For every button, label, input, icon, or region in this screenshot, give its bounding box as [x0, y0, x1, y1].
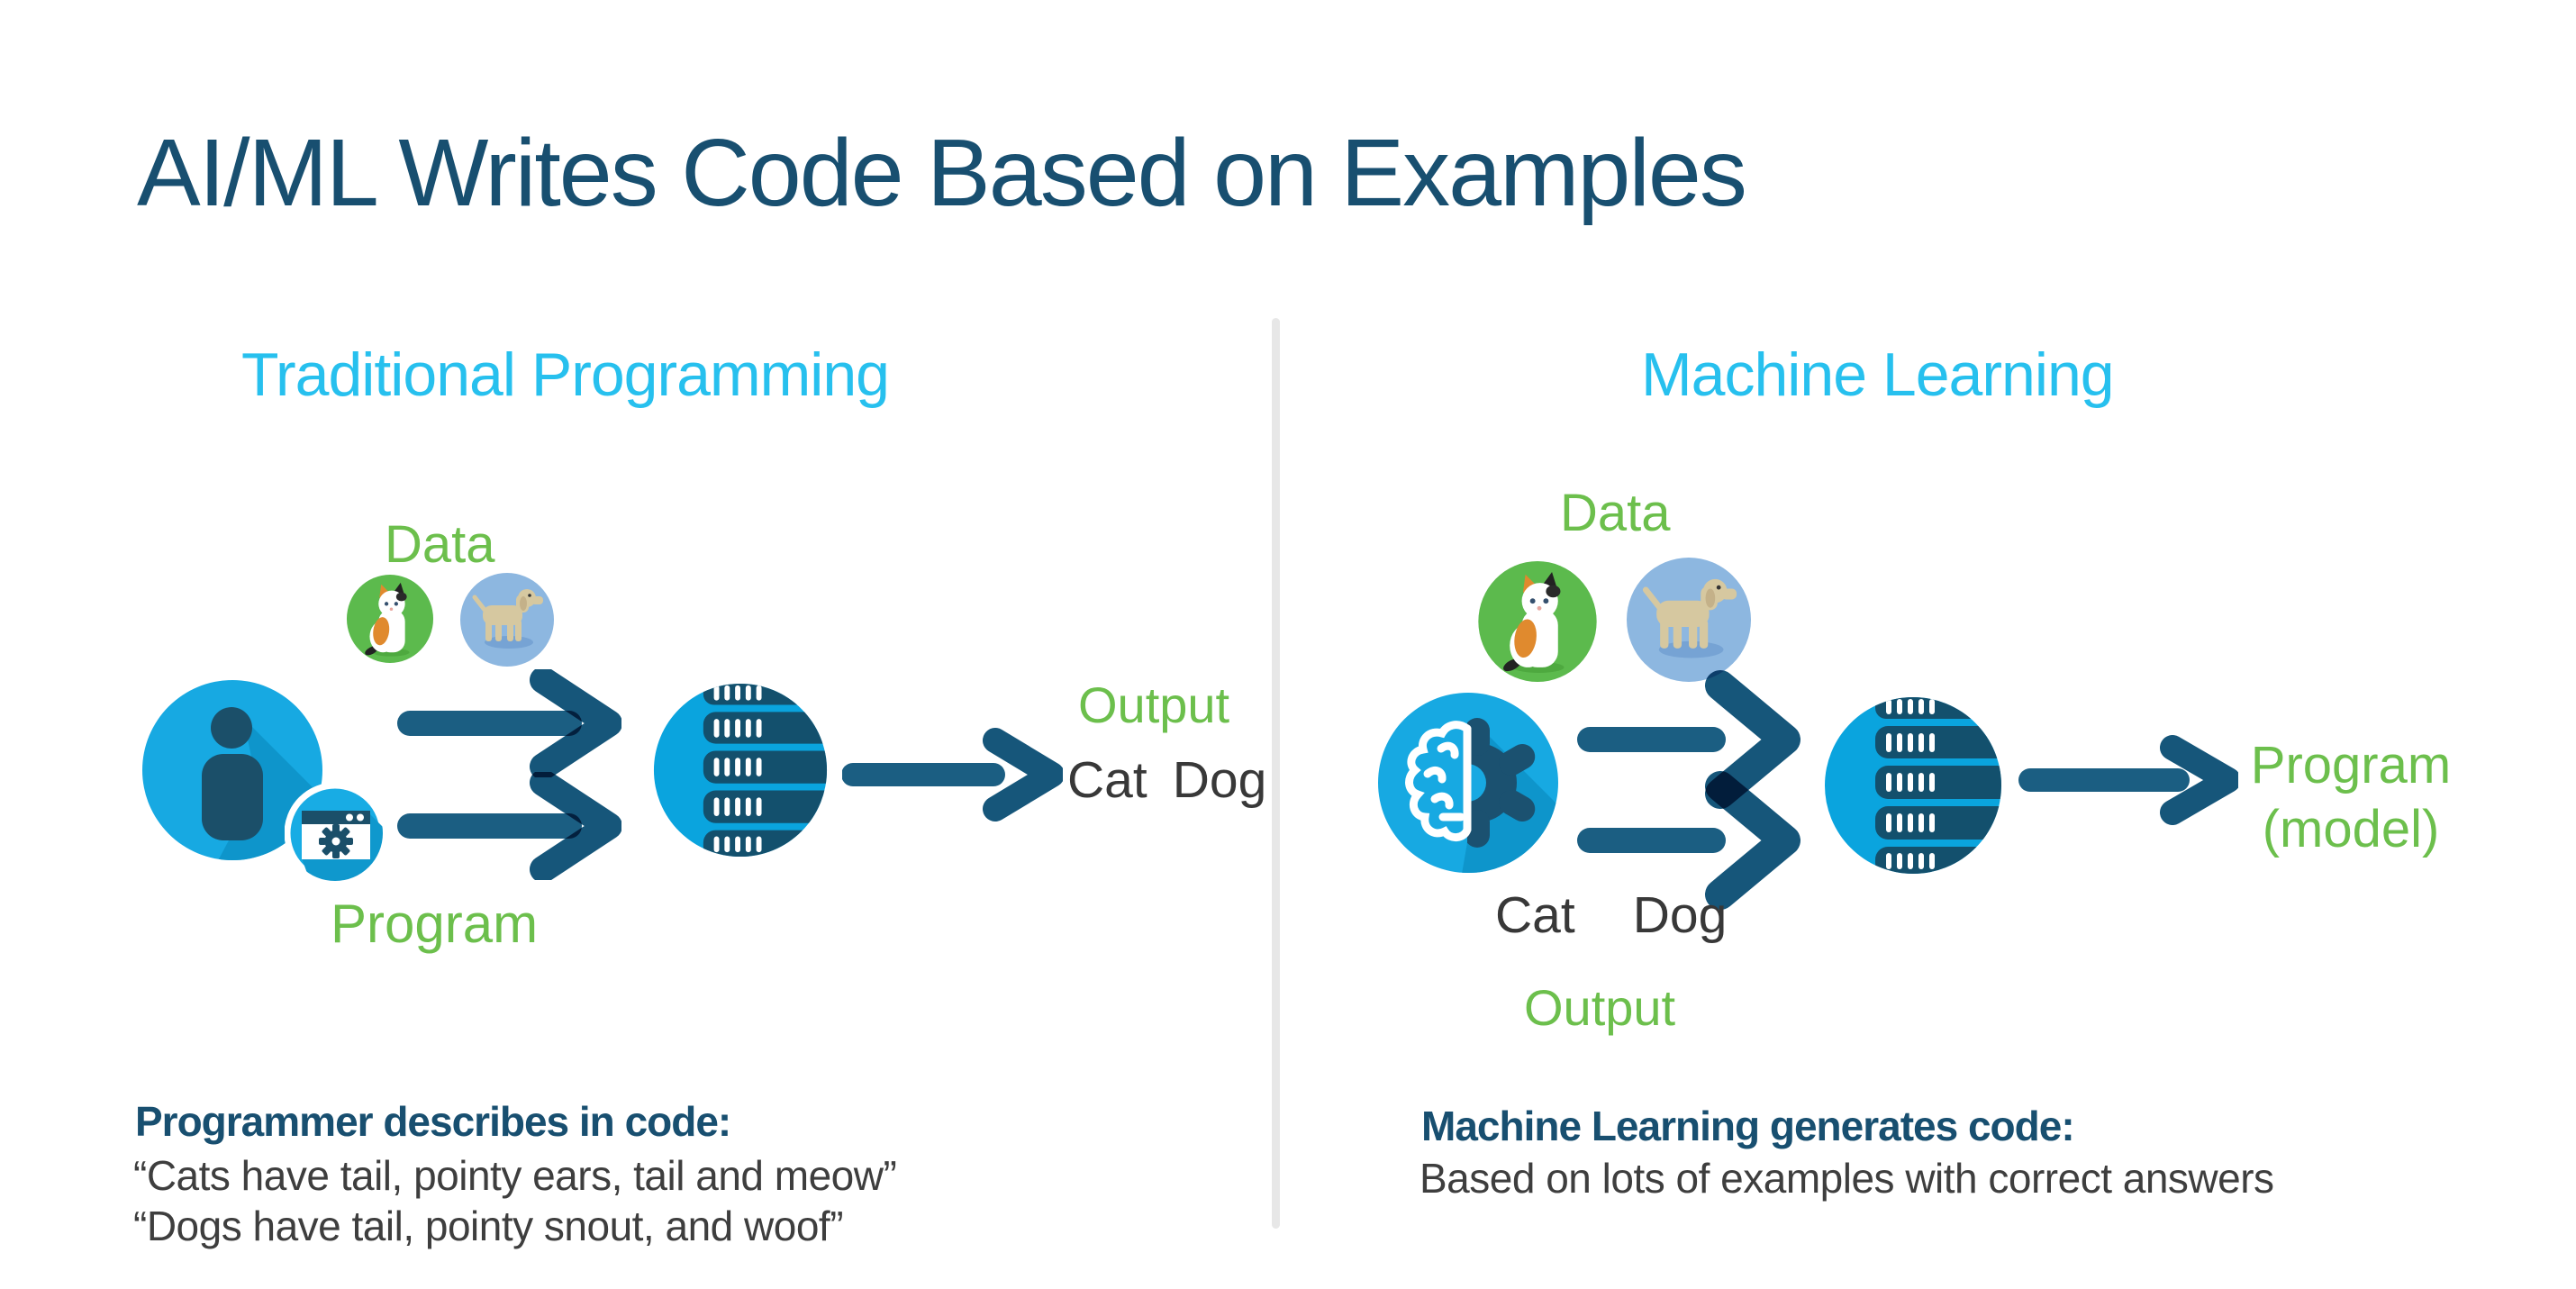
left-output-dog: Dog: [1172, 751, 1267, 809]
left-output-cat: Cat: [1067, 751, 1147, 809]
right-input-dog: Dog: [1632, 886, 1728, 944]
left-program-label: Program: [331, 894, 539, 954]
server-icon: [652, 682, 829, 858]
left-data-label: Data: [385, 515, 495, 574]
page-title: AI/ML Writes Code Based on Examples: [137, 120, 1747, 226]
brain-gear-icon: [1378, 693, 1558, 873]
arrow-right-icon: [1576, 663, 1801, 816]
cat-icon: [346, 574, 434, 664]
right-panel-heading: Machine Learning: [1641, 340, 2115, 409]
arrow-right-icon: [1576, 764, 1801, 917]
right-input-cat: Cat: [1495, 886, 1575, 944]
right-output-label: Output: [1524, 979, 1676, 1036]
left-caption-line: “Cats have tail, pointy ears, tail and m…: [133, 1152, 897, 1199]
dog-icon: [460, 573, 554, 667]
left-output-label: Output: [1078, 676, 1230, 733]
right-program-line2: (model): [2262, 799, 2440, 858]
right-input-values: Cat Dog: [1495, 890, 1727, 941]
right-program-label: Program (model): [2211, 734, 2490, 862]
right-program-line1: Program: [2250, 736, 2452, 794]
left-output-values: Cat Dog: [1067, 755, 1266, 806]
left-caption-heading: Programmer describes in code:: [135, 1098, 731, 1145]
arrow-right-icon: [396, 669, 621, 777]
right-caption-heading: Machine Learning generates code:: [1421, 1103, 2075, 1149]
panel-divider: [1272, 318, 1280, 1229]
dog-icon: [1627, 558, 1751, 682]
arrow-right-icon: [842, 721, 1063, 829]
cat-icon: [1477, 560, 1598, 683]
left-caption-line: “Dogs have tail, pointy snout, and woof”: [133, 1203, 844, 1249]
arrow-right-icon: [2018, 726, 2238, 834]
right-data-label: Data: [1560, 484, 1671, 542]
program-window-icon: [285, 783, 385, 884]
server-icon: [1823, 695, 2003, 876]
right-caption-line: Based on lots of examples with correct a…: [1420, 1155, 2274, 1202]
left-panel-heading: Traditional Programming: [241, 340, 890, 409]
arrow-right-icon: [396, 772, 621, 880]
